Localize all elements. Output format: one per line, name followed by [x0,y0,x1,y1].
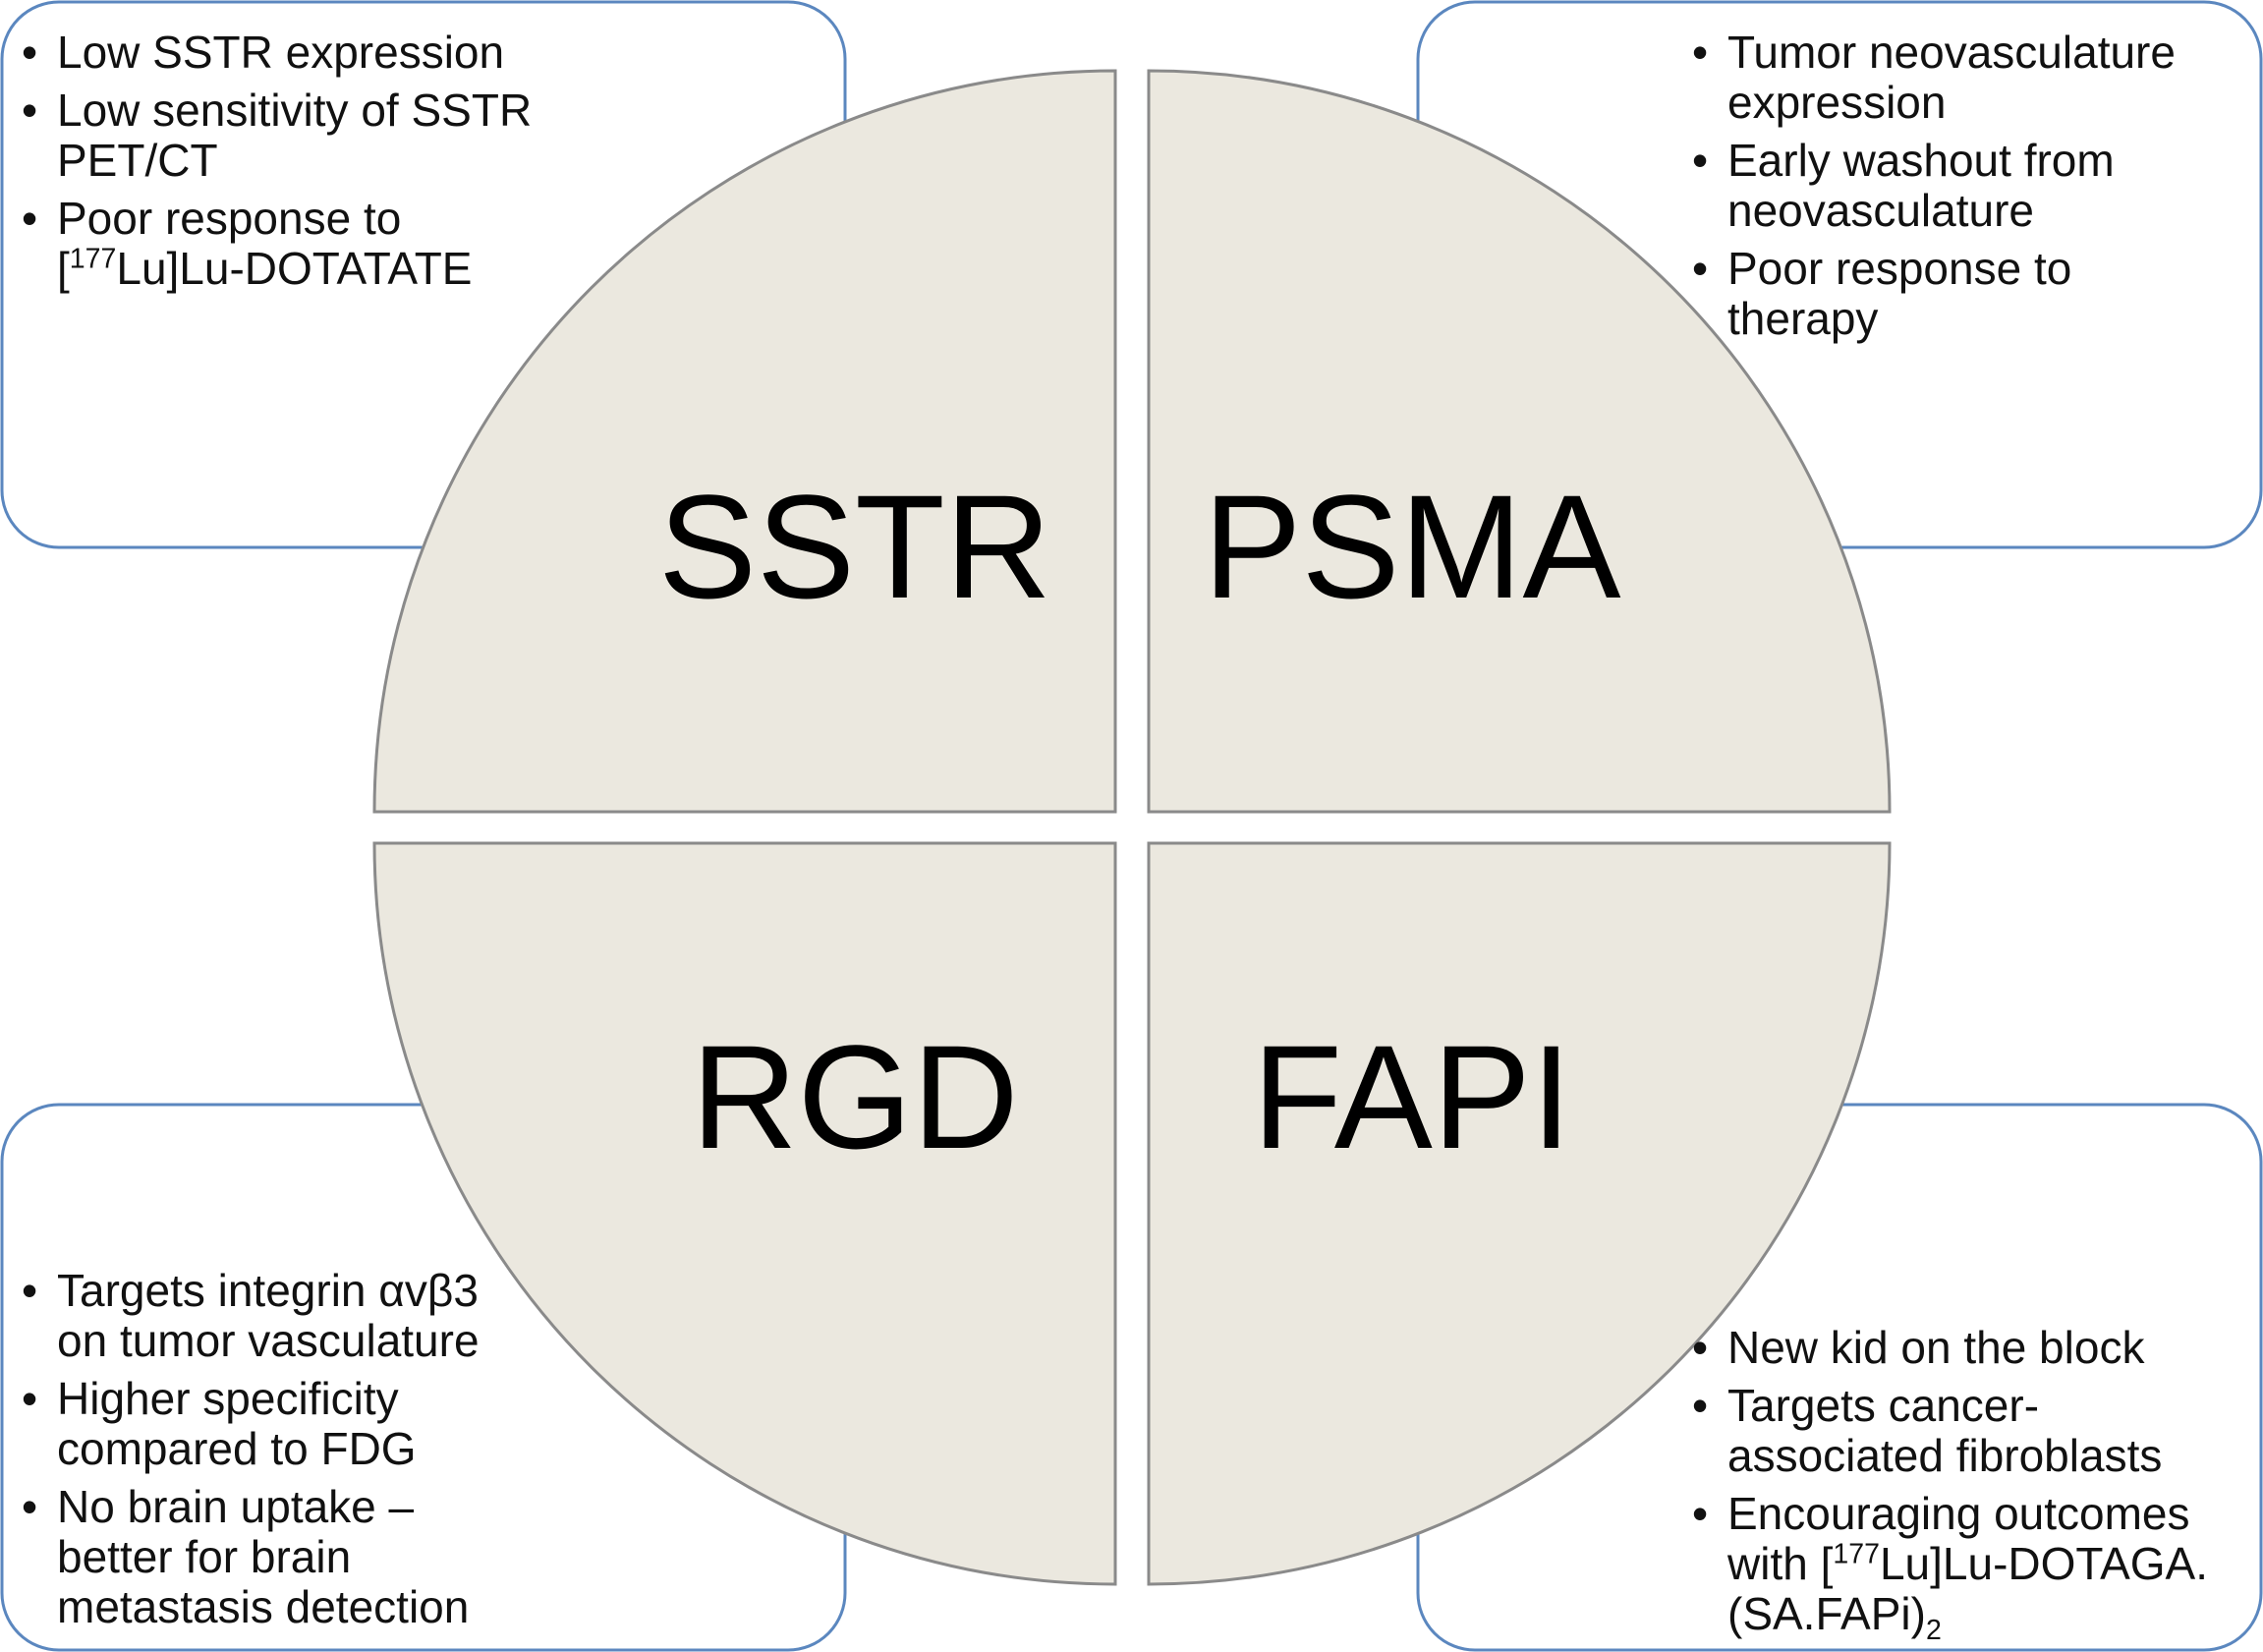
superscript: 177 [1833,1538,1880,1570]
box-bottom-left-text: Targets integrin αvβ3 on tumor vasculatu… [22,1266,533,1640]
box-bottom-right-text: New kid on the block Targets cancer-asso… [1692,1323,2223,1647]
bullet-list: Tumor neovasculature expression Early wa… [1692,28,2223,344]
box-top-right-text: Tumor neovasculature expression Early wa… [1692,28,2223,352]
text-run: Encouraging outcomes with [ [1727,1488,2190,1589]
text-run: Poor response to [ [57,193,402,294]
label-rgd: RGD [691,1014,1018,1179]
bullet-item: New kid on the block [1692,1323,2223,1374]
text-run: Lu]Lu-DOTATATE [116,243,473,294]
superscript: 177 [69,243,117,275]
label-fapi: FAPI [1252,1014,1571,1179]
quadrant-top-right [1147,69,1892,814]
bullet-item: Tumor neovasculature expression [1692,28,2223,128]
bullet-item: Higher specificity compared to FDG [22,1374,533,1474]
bullet-item: No brain uptake – better for brain metas… [22,1482,533,1632]
bullet-item: Low SSTR expression [22,28,572,79]
bullet-item: Targets cancer-associated fibroblasts [1692,1381,2223,1481]
bullet-item: Encouraging outcomes with [177Lu]Lu-DOTA… [1692,1488,2223,1645]
box-top-left-text: Low SSTR expression Low sensitivity of S… [22,28,572,302]
quadrant-bottom-right [1147,841,1892,1586]
bullet-item: Low sensitivity of SSTR PET/CT [22,85,572,186]
quadrant-bottom-left [372,841,1117,1586]
subscript: 2 [1925,1615,1942,1647]
bullet-list: Low SSTR expression Low sensitivity of S… [22,28,572,294]
bullet-item: Poor response to [177Lu]Lu-DOTATATE [22,194,572,294]
bullet-item: Early washout from neovasculature [1692,136,2223,236]
quadrant-top-left [372,69,1117,814]
label-psma: PSMA [1203,464,1620,629]
bullet-item: Targets integrin αvβ3 on tumor vasculatu… [22,1266,533,1366]
bullet-list: Targets integrin αvβ3 on tumor vasculatu… [22,1266,533,1632]
text-run: Lu]Lu-DOTAGA.(SA.FAPi) [1727,1538,2208,1639]
bullet-list: New kid on the block Targets cancer-asso… [1692,1323,2223,1645]
bullet-item: Poor response to therapy [1692,244,2223,344]
label-sstr: SSTR [658,464,1051,629]
